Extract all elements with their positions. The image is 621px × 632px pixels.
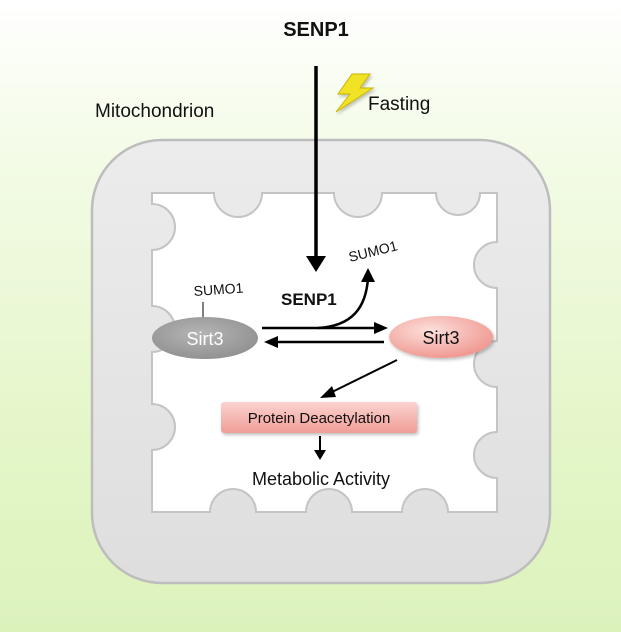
sirt3-sumoylated-node	[152, 317, 258, 359]
senp1-import-arrow	[306, 66, 326, 272]
metabolic-activity-label: Metabolic Activity	[252, 469, 390, 489]
sumo1-attached-label: SUMO1	[193, 280, 244, 299]
metabolic-arrow	[314, 436, 326, 460]
protein-deacetylation-label: Protein Deacetylation	[248, 410, 391, 427]
lightning-bolt-icon	[335, 73, 375, 113]
sumoylation-arrow	[264, 336, 384, 348]
deacetylation-arrow	[320, 359, 398, 398]
fasting-label: Fasting	[368, 94, 430, 115]
sirt3-active-label: Sirt3	[422, 328, 459, 348]
inner-senp1-label: SENP1	[281, 290, 337, 309]
sirt3-active-node	[389, 316, 493, 358]
mitochondrion-label: Mitochondrion	[95, 101, 214, 122]
top-senp1-label: SENP1	[283, 19, 349, 41]
activation-arrow	[318, 322, 388, 334]
sirt3-sumoylated-label: Sirt3	[186, 329, 223, 349]
protein-deacetylation-box	[221, 402, 417, 433]
